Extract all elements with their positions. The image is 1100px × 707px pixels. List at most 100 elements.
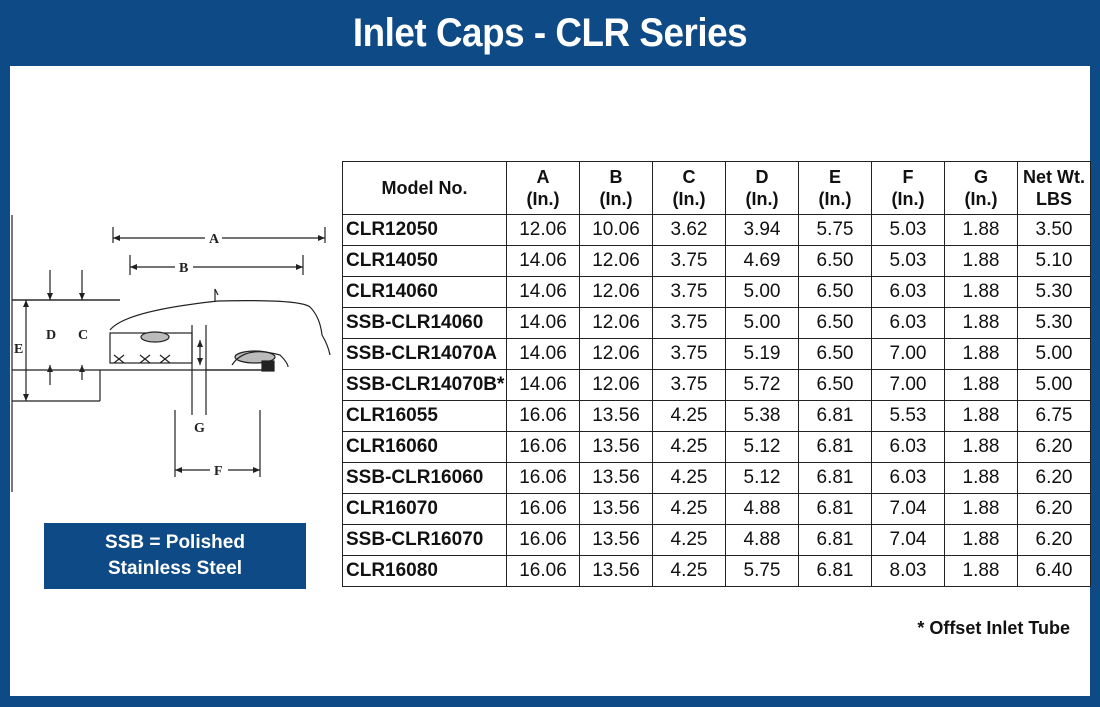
label-b: B (179, 261, 188, 276)
value-cell: 12.06 (579, 245, 653, 277)
ssb-note-box: SSB = Polished Stainless Steel (44, 523, 306, 589)
value-cell: 5.00 (725, 307, 799, 339)
model-cell: CLR16080 (342, 555, 507, 587)
model-cell: SSB-CLR14070B* (342, 369, 507, 401)
value-cell: 6.81 (798, 462, 872, 494)
label-d: D (46, 328, 56, 343)
value-cell: 6.81 (798, 431, 872, 463)
value-cell: 13.56 (579, 493, 653, 525)
value-cell: 5.75 (798, 214, 872, 246)
value-cell: 10.06 (579, 214, 653, 246)
value-cell: 5.10 (1017, 245, 1091, 277)
value-cell: 6.81 (798, 400, 872, 432)
value-cell: 16.06 (506, 493, 580, 525)
offset-inlet-footnote: * Offset Inlet Tube (917, 618, 1070, 638)
value-cell: 1.88 (944, 369, 1018, 401)
value-cell: 6.03 (871, 307, 945, 339)
col-header-b: B(In.) (579, 161, 653, 215)
value-cell: 8.03 (871, 555, 945, 587)
value-cell: 3.62 (652, 214, 726, 246)
model-cell: CLR12050 (342, 214, 507, 246)
value-cell: 6.50 (798, 245, 872, 277)
value-cell: 4.25 (652, 431, 726, 463)
value-cell: 5.00 (1017, 369, 1091, 401)
col-header-a: A(In.) (506, 161, 580, 215)
label-g: G (194, 421, 205, 436)
value-cell: 1.88 (944, 431, 1018, 463)
value-cell: 13.56 (579, 555, 653, 587)
value-cell: 4.25 (652, 493, 726, 525)
value-cell: 16.06 (506, 400, 580, 432)
value-cell: 4.25 (652, 524, 726, 556)
model-cell: CLR16060 (342, 431, 507, 463)
value-cell: 7.00 (871, 369, 945, 401)
model-cell: SSB-CLR14060 (342, 307, 507, 339)
value-cell: 12.06 (579, 338, 653, 370)
model-cell: SSB-CLR16060 (342, 462, 507, 494)
value-cell: 6.20 (1017, 431, 1091, 463)
inlet-cap-dimension-diagram: A B C D E F G (11, 215, 331, 492)
value-cell: 14.06 (506, 245, 580, 277)
dimension-spec-table: Model No. A(In.) B(In.) C(In.) D(In.) E(… (342, 161, 1091, 587)
value-cell: 1.88 (944, 214, 1018, 246)
col-header-d: D(In.) (725, 161, 799, 215)
value-cell: 5.00 (1017, 338, 1091, 370)
model-cell: CLR14060 (342, 276, 507, 308)
value-cell: 3.50 (1017, 214, 1091, 246)
value-cell: 6.75 (1017, 400, 1091, 432)
value-cell: 13.56 (579, 462, 653, 494)
value-cell: 3.75 (652, 245, 726, 277)
model-cell: SSB-CLR16070 (342, 524, 507, 556)
value-cell: 14.06 (506, 369, 580, 401)
value-cell: 13.56 (579, 524, 653, 556)
value-cell: 1.88 (944, 276, 1018, 308)
value-cell: 4.69 (725, 245, 799, 277)
value-cell: 6.50 (798, 276, 872, 308)
value-cell: 7.04 (871, 524, 945, 556)
value-cell: 6.50 (798, 369, 872, 401)
value-cell: 14.06 (506, 307, 580, 339)
value-cell: 5.30 (1017, 276, 1091, 308)
label-c: C (78, 328, 88, 343)
model-cell: CLR14050 (342, 245, 507, 277)
value-cell: 6.81 (798, 555, 872, 587)
col-header-c: C(In.) (652, 161, 726, 215)
value-cell: 1.88 (944, 462, 1018, 494)
value-cell: 1.88 (944, 493, 1018, 525)
value-cell: 6.81 (798, 493, 872, 525)
value-cell: 3.75 (652, 276, 726, 308)
col-header-f: F(In.) (871, 161, 945, 215)
value-cell: 1.88 (944, 555, 1018, 587)
value-cell: 5.00 (725, 276, 799, 308)
model-cell: CLR16055 (342, 400, 507, 432)
value-cell: 3.94 (725, 214, 799, 246)
value-cell: 12.06 (579, 276, 653, 308)
value-cell: 13.56 (579, 431, 653, 463)
table-header-row: Model No. A(In.) B(In.) C(In.) D(In.) E(… (342, 161, 1091, 215)
value-cell: 14.06 (506, 338, 580, 370)
value-cell: 16.06 (506, 524, 580, 556)
value-cell: 6.03 (871, 276, 945, 308)
value-cell: 3.75 (652, 338, 726, 370)
value-cell: 16.06 (506, 462, 580, 494)
value-cell: 5.12 (725, 462, 799, 494)
value-cell: 6.20 (1017, 462, 1091, 494)
value-cell: 6.40 (1017, 555, 1091, 587)
label-f: F (214, 464, 223, 479)
value-cell: 1.88 (944, 400, 1018, 432)
value-cell: 5.30 (1017, 307, 1091, 339)
value-cell: 6.03 (871, 431, 945, 463)
value-cell: 1.88 (944, 524, 1018, 556)
value-cell: 3.75 (652, 369, 726, 401)
page-title: Inlet Caps - CLR Series (352, 11, 748, 55)
